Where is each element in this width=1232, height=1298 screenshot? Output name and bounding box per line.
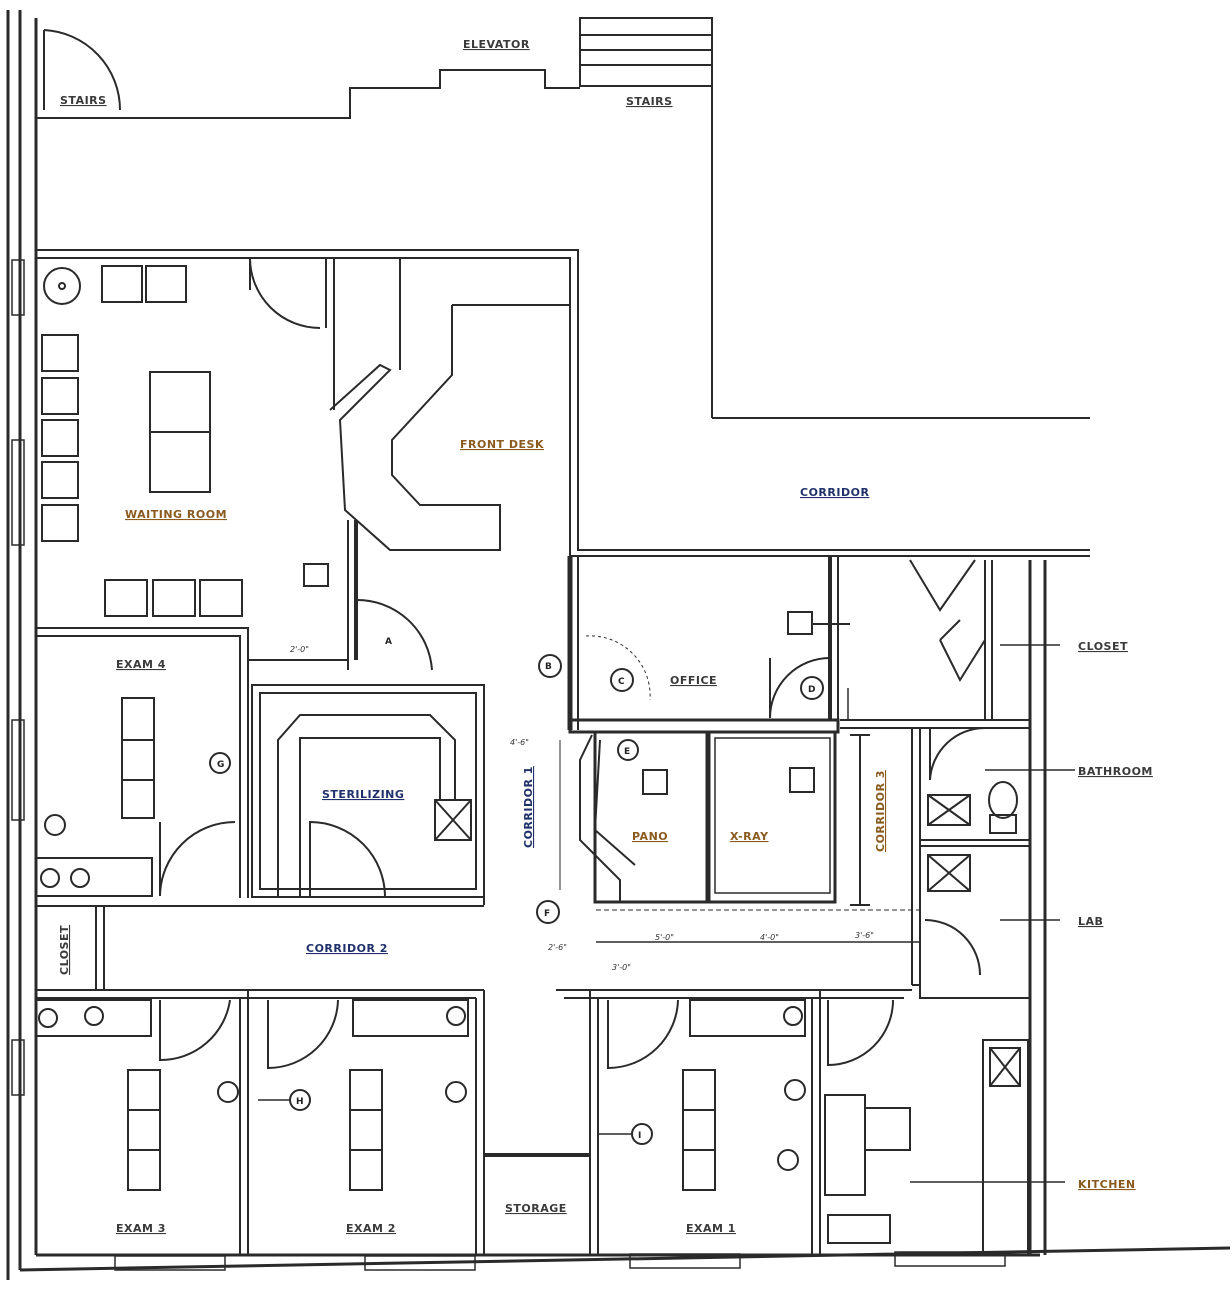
dim-4: 4'-0"	[760, 933, 779, 942]
tag-i: I	[638, 1131, 641, 1141]
tag-f: F	[544, 909, 550, 919]
sterilizing-room	[251, 684, 485, 898]
sterilizing-label: STERILIZING	[322, 788, 404, 801]
office-room	[538, 556, 850, 734]
dim-1: 2'-0"	[290, 645, 309, 654]
tag-h: H	[296, 1097, 304, 1107]
exam-1-label: EXAM 1	[686, 1222, 736, 1235]
bathroom-room	[911, 726, 1075, 985]
waiting-room-label: WAITING ROOM	[125, 508, 227, 521]
waiting-room	[41, 257, 327, 617]
xray-label: X-RAY	[730, 830, 769, 843]
kitchen-room	[824, 984, 1065, 1256]
corridor-3-label: CORRIDOR 3	[874, 770, 887, 852]
front-desk-label: FRONT DESK	[460, 438, 544, 451]
top-area	[36, 17, 1090, 419]
tag-a: A	[385, 637, 392, 647]
bathroom-label: BATHROOM	[1078, 765, 1153, 778]
pano-label: PANO	[632, 830, 668, 843]
windows-bottom	[114, 1251, 1006, 1271]
dim-3: 5'-0"	[655, 933, 674, 942]
dim-5: 3'-6"	[855, 931, 874, 940]
room-labels: STAIRS ELEVATOR STAIRS WAITING ROOM FRON…	[58, 38, 1153, 1235]
corridor-1-label: CORRIDOR 1	[522, 766, 535, 848]
closet-room	[840, 559, 1060, 729]
corridor-label: CORRIDOR	[800, 486, 869, 499]
closet-small-label: CLOSET	[58, 925, 71, 975]
office-label: OFFICE	[670, 674, 717, 687]
pano-xray-area	[536, 688, 920, 943]
corridor-2-walls	[36, 905, 912, 999]
windows-left	[11, 259, 25, 1096]
closet-label: CLOSET	[1078, 640, 1128, 653]
exam-1-room	[598, 990, 821, 1255]
tag-e: E	[624, 747, 630, 757]
dimensions: 2'-0" 4'-6" 5'-0" 4'-0" 3'-6" 2'-6" 3'-0…	[290, 645, 874, 972]
dim-7: 3'-0"	[612, 963, 631, 972]
exam-4-label: EXAM 4	[116, 658, 166, 671]
center-corridor-walls	[483, 556, 579, 905]
dim-6: 2'-6"	[548, 943, 567, 952]
tag-c: C	[618, 677, 625, 687]
front-desk-area	[303, 258, 570, 671]
exam-3-room	[35, 990, 249, 1255]
exam-2-room	[258, 990, 485, 1255]
lab-label: LAB	[1078, 915, 1103, 928]
storage-room	[484, 990, 599, 1255]
exam-2-label: EXAM 2	[346, 1222, 396, 1235]
tag-d: D	[808, 685, 815, 695]
tag-g: G	[217, 760, 224, 770]
circle-tags: A B C D E F G H I	[217, 637, 815, 1141]
exam-3-label: EXAM 3	[116, 1222, 166, 1235]
stairs-left-label: STAIRS	[60, 94, 107, 107]
tag-b: B	[545, 662, 552, 672]
dim-2: 4'-6"	[510, 738, 529, 747]
stairs-right-label: STAIRS	[626, 95, 673, 108]
elevator-label: ELEVATOR	[463, 38, 530, 51]
storage-label: STORAGE	[505, 1202, 567, 1215]
lab-room	[924, 854, 1060, 976]
exam-4-room	[35, 627, 348, 898]
kitchen-label: KITCHEN	[1078, 1178, 1136, 1191]
corridor-2-label: CORRIDOR 2	[306, 942, 388, 955]
